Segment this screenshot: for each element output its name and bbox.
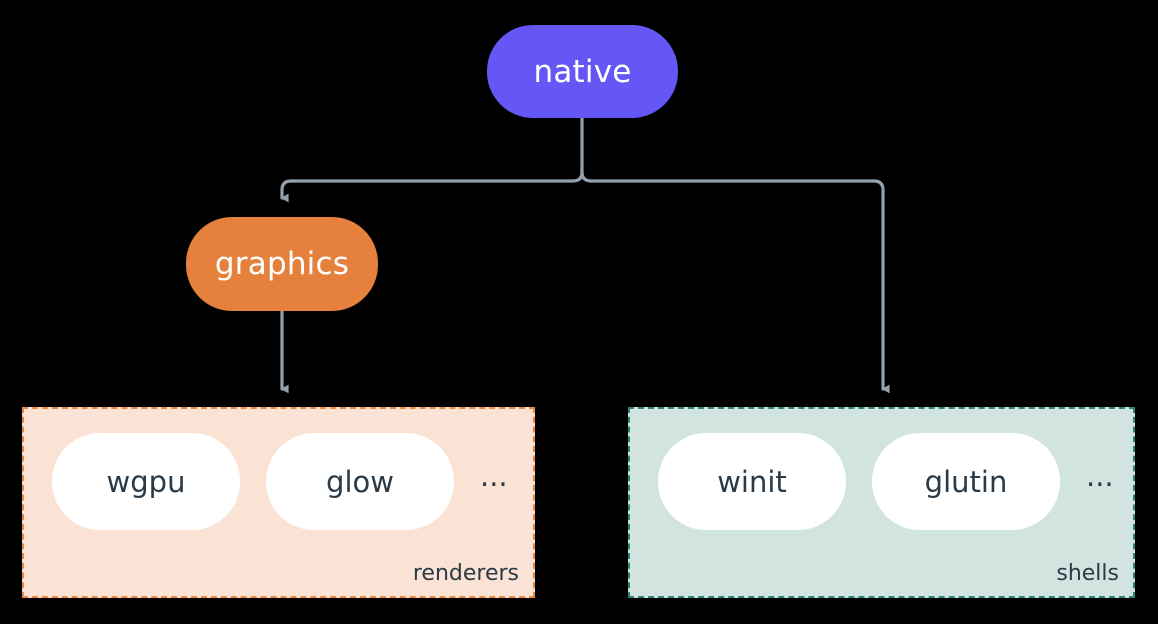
edge-native-to-graphics [280, 170, 584, 203]
leaf-pill-glow[interactable]: glow [266, 433, 454, 530]
group-shells[interactable]: winit glutin ... shells [628, 407, 1135, 598]
leaf-pill-glutin[interactable]: glutin [872, 433, 1060, 530]
leaf-pill-wgpu[interactable]: wgpu [52, 433, 240, 530]
shells-item-row: winit glutin ... [658, 433, 1114, 530]
node-native-label: native [533, 53, 632, 90]
renderers-item-row: wgpu glow ... [52, 433, 508, 530]
node-graphics-label: graphics [214, 246, 350, 282]
group-shells-label: shells [1056, 561, 1119, 586]
group-renderers-label: renderers [412, 561, 519, 586]
group-renderers[interactable]: wgpu glow ... renderers [22, 407, 535, 598]
shells-overflow-ellipsis: ... [1086, 459, 1114, 493]
edge-native-to-shells [580, 170, 890, 394]
leaf-pill-winit[interactable]: winit [658, 433, 846, 530]
node-native[interactable]: native [487, 25, 678, 118]
leaf-pill-wgpu-label: wgpu [106, 464, 186, 499]
node-graphics[interactable]: graphics [186, 217, 378, 311]
leaf-pill-glow-label: glow [326, 464, 394, 499]
renderers-overflow-ellipsis: ... [480, 459, 508, 493]
leaf-pill-winit-label: winit [717, 464, 787, 499]
leaf-pill-glutin-label: glutin [924, 464, 1008, 499]
